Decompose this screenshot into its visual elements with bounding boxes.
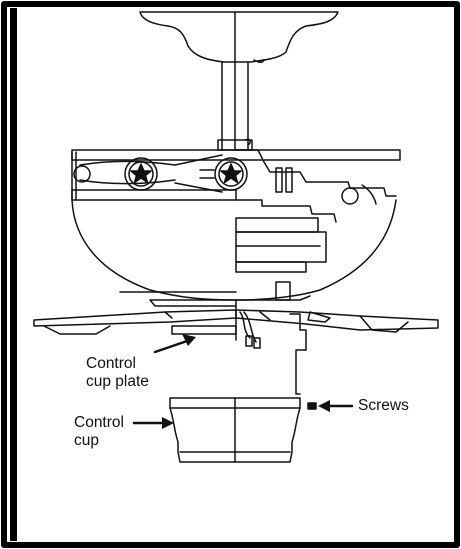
screw-icon bbox=[307, 402, 317, 410]
motor-housing-ring bbox=[71, 149, 401, 201]
control-cup-plate-label-line2: cup plate bbox=[86, 373, 149, 390]
motor-bowl bbox=[71, 199, 397, 307]
switch-housing-wires bbox=[235, 305, 307, 395]
control-cup-plate bbox=[171, 325, 237, 335]
canopy bbox=[139, 11, 339, 64]
star-medallion-icon bbox=[124, 157, 158, 191]
star-medallion-icon bbox=[214, 157, 248, 191]
screws-label: Screws bbox=[358, 397, 409, 415]
control-cup bbox=[169, 397, 301, 463]
cutaway-internals bbox=[235, 138, 397, 301]
star-medallion-icon bbox=[73, 165, 91, 183]
control-cup-label-line1: Control bbox=[74, 414, 124, 431]
screws-label-text: Screws bbox=[358, 397, 409, 414]
downrod bbox=[217, 61, 253, 151]
arrow-icon bbox=[318, 400, 354, 412]
left-side-bar bbox=[10, 8, 17, 541]
control-cup-label: Control cup bbox=[74, 414, 124, 450]
control-cup-plate-label-line1: Control bbox=[86, 355, 136, 372]
arrow-icon bbox=[153, 334, 196, 354]
arrow-icon bbox=[132, 417, 174, 429]
control-cup-plate-label: Control cup plate bbox=[86, 355, 149, 391]
control-cup-label-line2: cup bbox=[74, 432, 99, 449]
